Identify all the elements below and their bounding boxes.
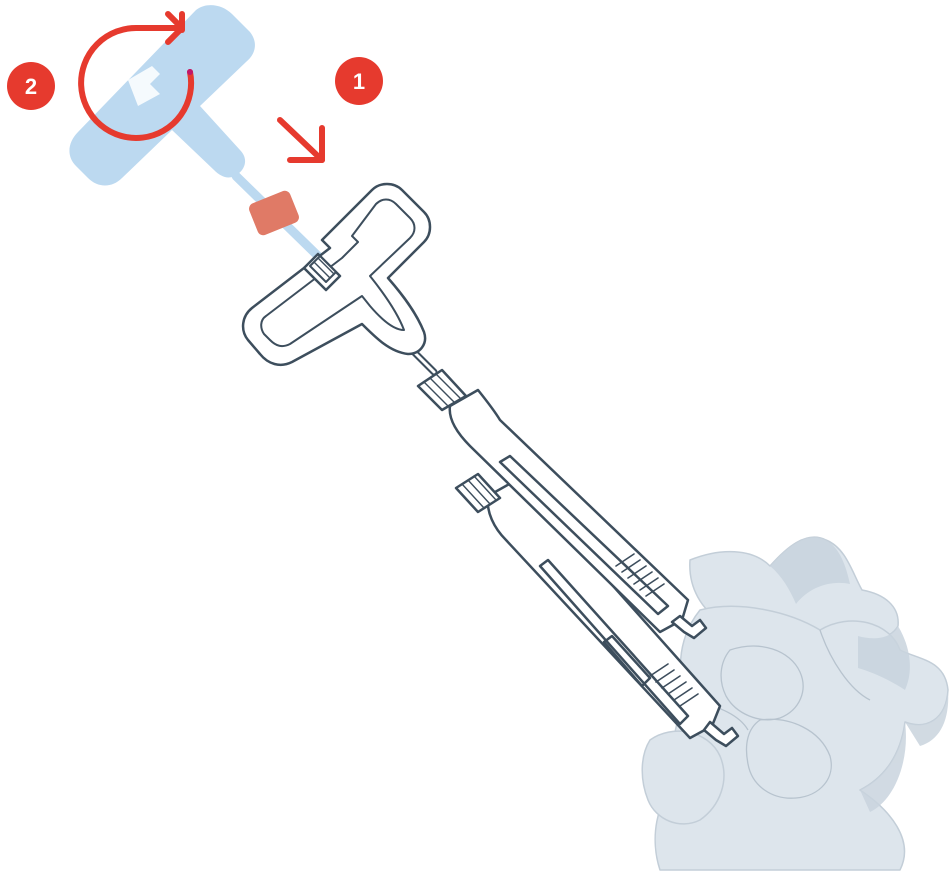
step-badge-2: 2 bbox=[7, 62, 55, 110]
arrow-down-right-icon bbox=[280, 120, 322, 160]
instrument bbox=[243, 184, 738, 746]
step-badge-1-number: 1 bbox=[353, 69, 365, 94]
rotate-arrow-tip-dot bbox=[187, 69, 193, 75]
vertebra-lower-left-lobe bbox=[642, 731, 724, 824]
step-badge-2-number: 2 bbox=[25, 74, 37, 99]
step-badge-1: 1 bbox=[335, 57, 383, 105]
ghost-handle-grip bbox=[69, 5, 255, 185]
